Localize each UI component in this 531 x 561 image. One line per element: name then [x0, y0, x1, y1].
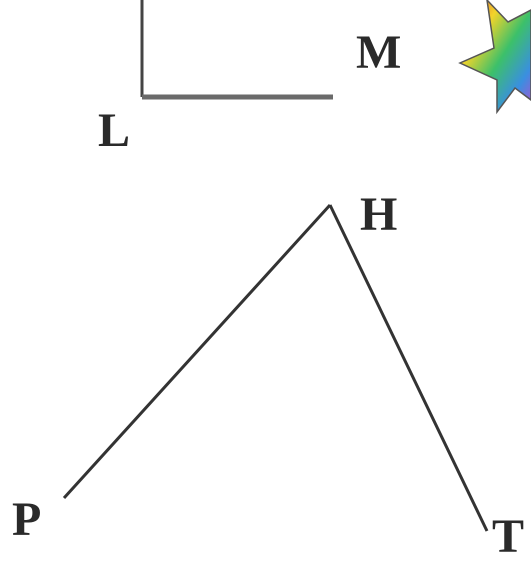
angle-lm: [140, 0, 333, 100]
label-h: H: [360, 188, 397, 241]
ray-ht-line: [328, 204, 489, 532]
star-icon: [458, 0, 531, 115]
angle-pht: [62, 203, 489, 532]
ray-hp-line: [62, 203, 332, 500]
label-p: P: [12, 493, 41, 546]
label-m: M: [356, 26, 401, 79]
label-t: T: [492, 510, 524, 561]
label-l: L: [98, 104, 130, 157]
